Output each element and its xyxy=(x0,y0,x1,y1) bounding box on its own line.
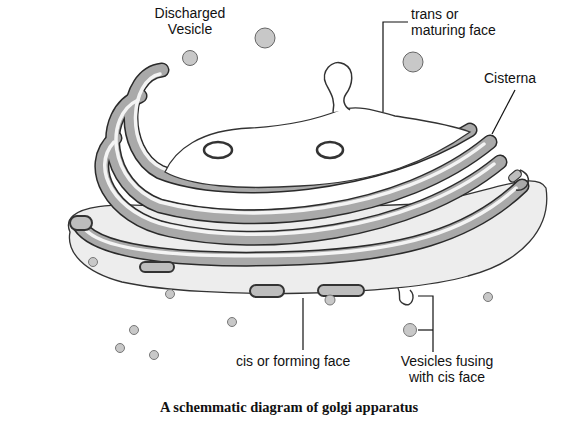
bracket-line xyxy=(418,296,433,352)
small-vesicle xyxy=(484,293,493,302)
part-label: cis or forming face xyxy=(236,353,376,369)
cisterna-fills xyxy=(80,70,522,259)
fenestra xyxy=(317,142,343,158)
cisterna-lumens xyxy=(84,74,516,256)
part-label: trans or maturing face xyxy=(411,6,515,38)
trans-face-membrane xyxy=(165,108,470,188)
budding-vesicle xyxy=(324,63,351,112)
leader-lines xyxy=(303,22,515,352)
tubule xyxy=(507,168,523,183)
small-vesicle xyxy=(89,258,98,267)
small-vesicle xyxy=(150,351,159,360)
discharged-vesicle xyxy=(183,51,198,66)
part-label: Discharged Vesicle xyxy=(140,5,240,37)
bracket-line xyxy=(418,329,433,330)
part-label: Cisterna xyxy=(484,70,564,86)
small-vesicle xyxy=(166,290,175,299)
cis-sac xyxy=(250,285,284,297)
small-vesicle xyxy=(116,344,125,353)
cis-sac xyxy=(70,216,92,230)
leader-line xyxy=(383,22,408,112)
cis-sac xyxy=(140,262,174,272)
cisterna-lumen xyxy=(116,100,484,213)
fenestra xyxy=(204,142,232,158)
small-vesicles xyxy=(89,258,493,360)
small-vesicle xyxy=(228,318,237,327)
small-vesicle xyxy=(325,295,335,305)
discharged-vesicle xyxy=(403,52,423,72)
small-vesicle xyxy=(130,326,139,335)
leader-line xyxy=(302,298,303,350)
cisterna-outlines xyxy=(80,70,522,259)
cis-sac xyxy=(318,285,364,296)
part-label: Vesicles fusing with cis face xyxy=(388,353,506,385)
small-vesicle xyxy=(404,324,417,337)
figure-caption: A schemmatic diagram of golgi apparatus xyxy=(160,399,418,416)
discharged-vesicle xyxy=(255,28,275,48)
fusing-vesicle xyxy=(398,288,413,305)
leader-line xyxy=(492,90,515,134)
